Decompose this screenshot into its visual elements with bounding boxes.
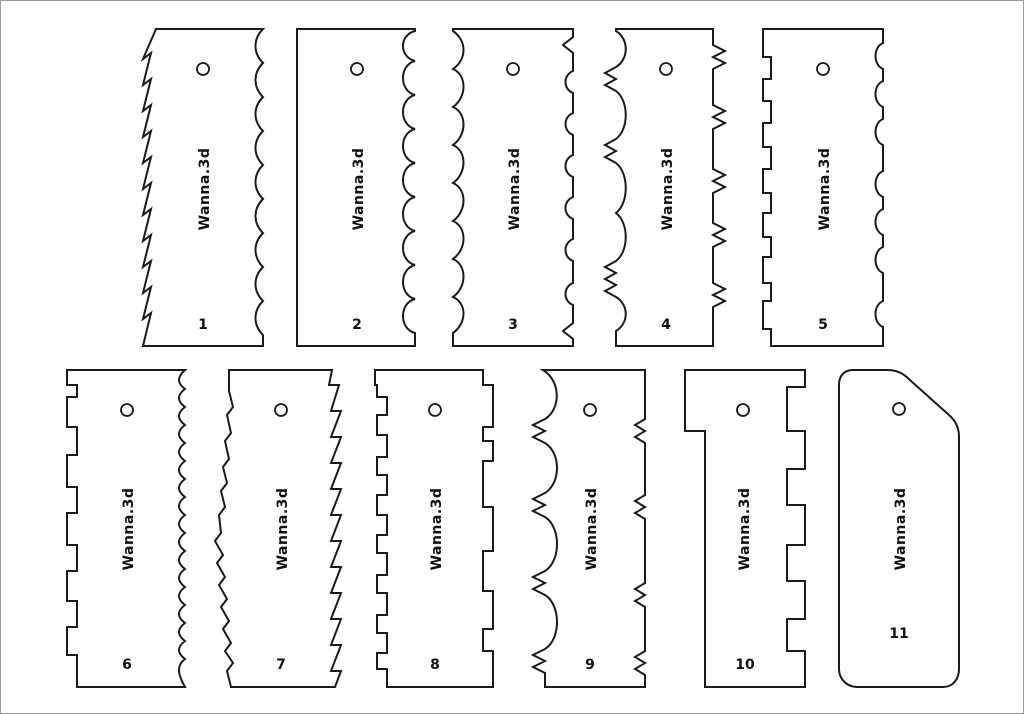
scraper-1-brand: Wanna.3d	[197, 148, 213, 231]
scraper-4-hang-hole	[659, 62, 673, 76]
scraper-2-hang-hole	[350, 62, 364, 76]
scraper-9: Wanna.3d 9	[530, 369, 647, 688]
scraper-11-number: 11	[889, 626, 908, 642]
scraper-3-brand: Wanna.3d	[507, 148, 523, 231]
scraper-6-number: 6	[122, 657, 132, 673]
scraper-1-number: 1	[198, 317, 208, 333]
scraper-6: Wanna.3d 6	[66, 369, 188, 688]
scraper-7-brand: Wanna.3d	[275, 488, 291, 571]
scraper-6-outline	[66, 369, 188, 688]
scraper-4-number: 4	[661, 317, 671, 333]
scraper-1-hang-hole	[196, 62, 210, 76]
scraper-8-outline	[374, 369, 494, 688]
scraper-1-outline	[140, 28, 266, 347]
scraper-8: Wanna.3d 8	[374, 369, 494, 688]
scraper-10-hang-hole	[736, 403, 750, 417]
scraper-7-number: 7	[276, 657, 286, 673]
scraper-4: Wanna.3d 4	[602, 28, 728, 347]
scraper-1: Wanna.3d 1	[140, 28, 266, 347]
scraper-2-brand: Wanna.3d	[351, 148, 367, 231]
scraper-5-number: 5	[818, 317, 828, 333]
scraper-10: Wanna.3d 10	[684, 369, 806, 688]
scraper-2: Wanna.3d 2	[296, 28, 416, 347]
scraper-2-outline	[296, 28, 416, 347]
scraper-11-brand: Wanna.3d	[893, 488, 909, 571]
scraper-5-hang-hole	[816, 62, 830, 76]
scraper-9-hang-hole	[583, 403, 597, 417]
scraper-3-outline	[450, 28, 574, 347]
scraper-7: Wanna.3d 7	[213, 369, 343, 688]
scraper-3-number: 3	[508, 317, 518, 333]
scraper-8-number: 8	[430, 657, 440, 673]
scraper-10-outline	[684, 369, 806, 688]
scraper-10-number: 10	[735, 657, 755, 673]
scraper-7-hang-hole	[274, 403, 288, 417]
scraper-5-outline	[762, 28, 884, 347]
scraper-11-outline	[838, 369, 960, 688]
scraper-10-brand: Wanna.3d	[737, 488, 753, 571]
scraper-6-brand: Wanna.3d	[121, 488, 137, 571]
scraper-9-outline	[530, 369, 647, 688]
scraper-8-brand: Wanna.3d	[429, 488, 445, 571]
scraper-9-brand: Wanna.3d	[584, 488, 600, 571]
scraper-5-brand: Wanna.3d	[817, 148, 833, 231]
scraper-9-number: 9	[585, 657, 595, 673]
scraper-6-hang-hole	[120, 403, 134, 417]
scraper-4-brand: Wanna.3d	[660, 148, 676, 231]
scraper-8-hang-hole	[428, 403, 442, 417]
scraper-4-outline	[602, 28, 728, 347]
scraper-3-hang-hole	[506, 62, 520, 76]
scraper-7-outline	[213, 369, 343, 688]
scraper-11: Wanna.3d 11	[838, 369, 960, 688]
scraper-3: Wanna.3d 3	[450, 28, 574, 347]
scraper-5: Wanna.3d 5	[762, 28, 884, 347]
scraper-11-hang-hole	[892, 402, 906, 416]
scraper-2-number: 2	[352, 317, 362, 333]
